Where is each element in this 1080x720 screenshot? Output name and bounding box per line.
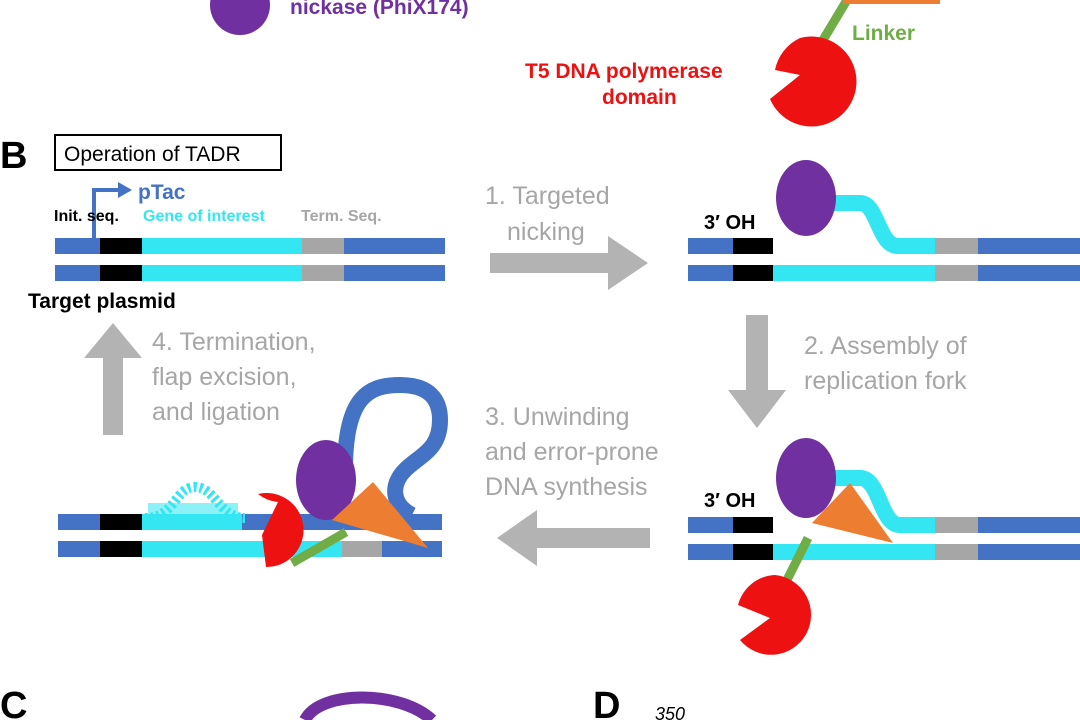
polymerase-label-line1: T5 DNA polymerase [525,60,723,83]
step2-text-line2: replication fork [804,367,967,395]
fork-assembly-dna [688,470,1080,560]
term-seq-label: Term. Seq. [301,208,382,225]
step4-arrow [84,323,142,435]
three-oh-label-2: 3′ OH [704,490,755,512]
step3-text-line1: 3. Unwinding [485,403,630,431]
nickase-shape-2 [776,438,836,518]
step3-arrow [497,510,650,566]
panel-c-letter: C [0,685,27,720]
three-oh-label-1: 3′ OH [704,212,755,234]
step2-text-line1: 2. Assembly of [804,332,967,360]
step1-text-line2: nicking [507,218,585,246]
step1-arrow [490,236,648,290]
panel-c-purple-arc [299,691,437,720]
panel-b-title-box [54,134,282,171]
nickase-shape-3 [296,440,356,520]
helicase-shape-1 [812,483,893,543]
panel-b-letter: B [0,135,27,177]
polymerase-label-line2: domain [602,86,677,109]
linker-label: Linker [852,22,915,45]
promoter-label: pTac [138,181,186,204]
nickase-shape-1 [776,160,836,236]
gene-label: Gene of interest [143,208,265,225]
promoter-arrowhead [118,182,132,198]
step3-text-line3: DNA synthesis [485,473,648,501]
promoter-arrow [92,188,120,238]
polymerase-shape-1 [738,575,812,655]
panel-d-letter: D [593,685,620,720]
helicase-shape-2 [332,482,428,548]
nicked-plasmid-dna [688,195,1080,281]
step4-text-line3: and ligation [152,398,280,426]
panel-b-title: Operation of TADR [64,143,241,166]
target-plasmid-dna [55,238,445,281]
init-seq-label: Init. seq. [54,208,119,225]
step1-text-line1: 1. Targeted [485,182,610,210]
panel-d-axis-tick: 350 [655,704,685,720]
step4-text-line1: 4. Termination, [152,328,316,356]
linker-legend-line [819,0,851,43]
step2-arrow [728,315,786,428]
nickase-legend-shape [210,0,270,35]
step3-text-line2: and error-prone [485,438,659,466]
step4-text-line2: flap excision, [152,363,297,391]
polymerase-legend-shape [770,36,857,127]
linker-line-2 [289,528,349,567]
polymerase-shape-2 [258,493,304,568]
target-plasmid-label: Target plasmid [28,290,176,313]
nickase-label: nickase (PhiX174) [290,0,469,19]
